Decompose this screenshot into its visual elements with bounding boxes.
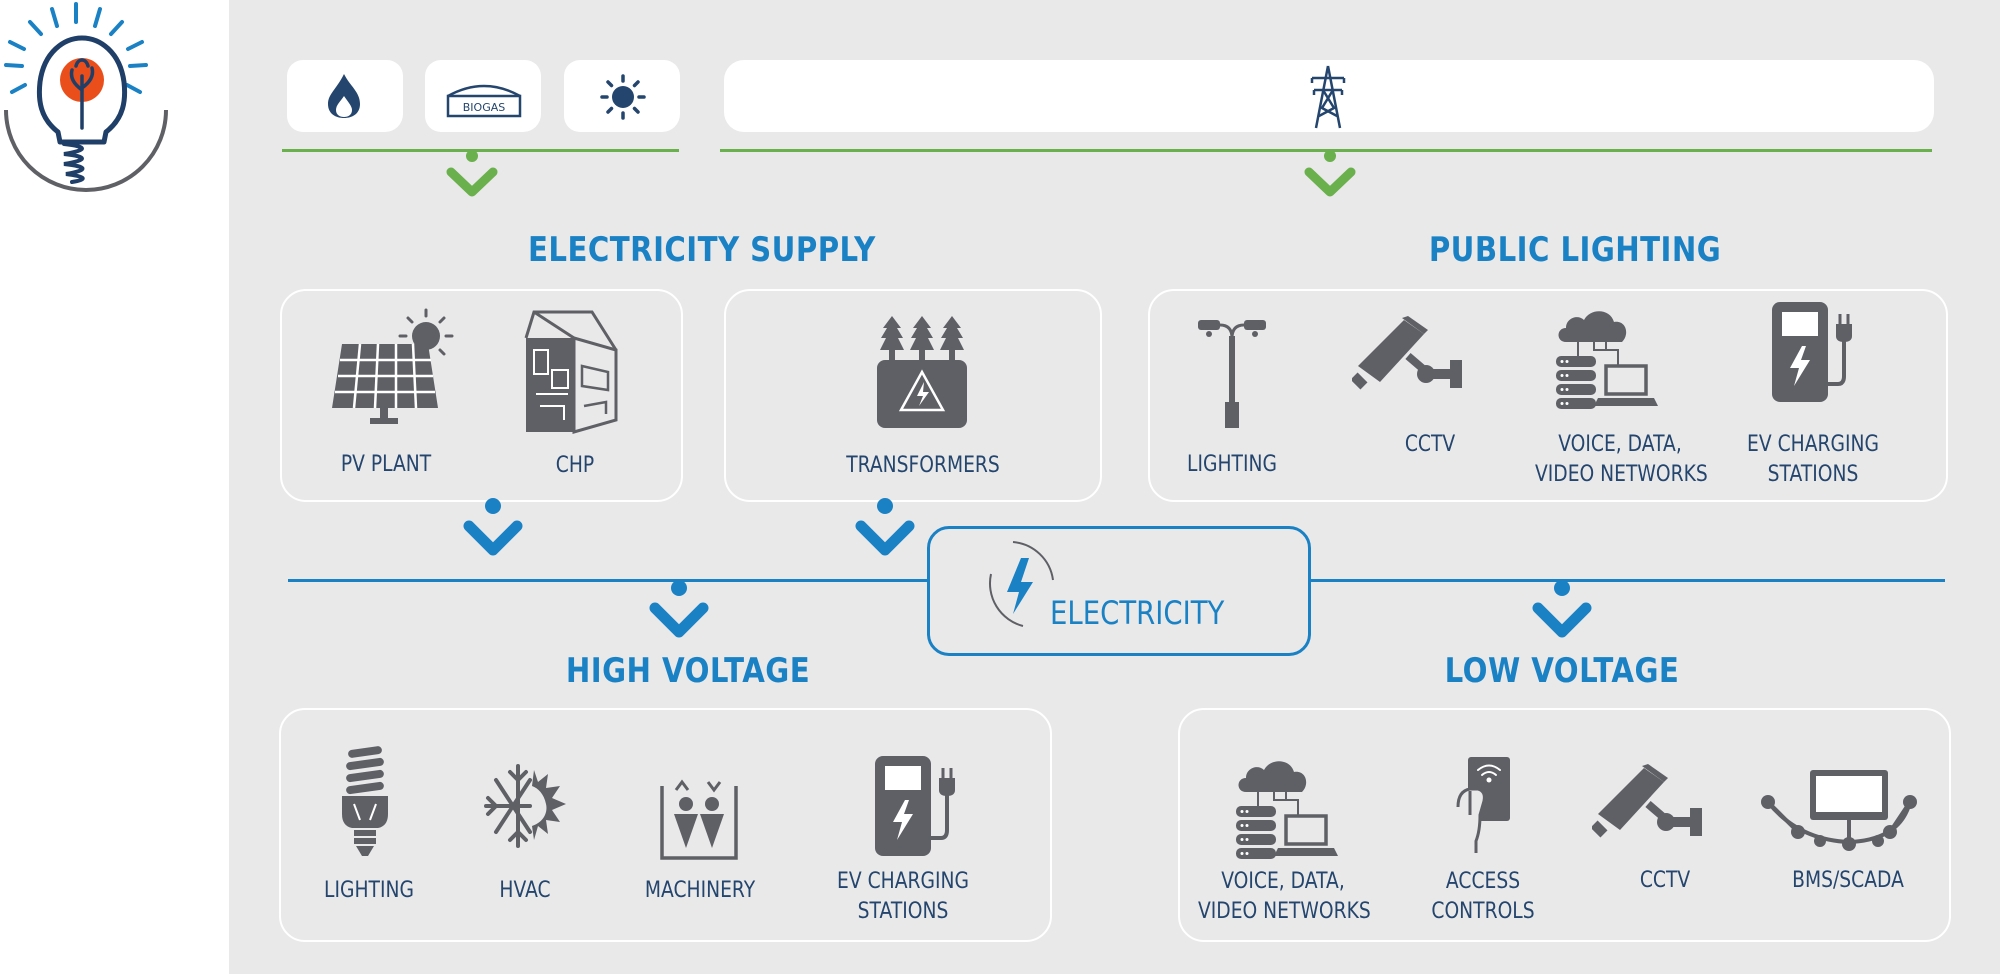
hv-item-label: HVAC xyxy=(499,878,551,903)
sun-icon xyxy=(600,74,646,120)
cctv-camera-icon xyxy=(1352,316,1462,390)
transformers-label: TRANSFORMERS xyxy=(846,453,1000,478)
street-lamp-icon xyxy=(1198,320,1266,428)
biogas-tank-icon xyxy=(446,84,522,118)
gas-flame-icon xyxy=(328,74,360,118)
section-title-low-voltage: LOW VOLTAGE xyxy=(1444,651,1680,691)
grid-source-line xyxy=(720,149,1932,152)
ev-charger-icon xyxy=(1772,302,1852,402)
chp-unit-icon xyxy=(524,310,618,434)
elevator-icon xyxy=(660,779,738,860)
supply-item-label: PV PLANT xyxy=(340,452,432,477)
diagram-panel xyxy=(229,0,2000,974)
power-pylon-icon xyxy=(1310,65,1346,129)
fuel-sources-line xyxy=(282,149,679,152)
network-icon xyxy=(1556,311,1658,409)
lv-item-label: CCTV xyxy=(1639,868,1691,893)
low-voltage-card xyxy=(1178,708,1951,942)
public-item-label: CCTV xyxy=(1404,432,1456,457)
blue-down-arrow-icon xyxy=(1532,580,1592,638)
section-title-electricity-supply: ELECTRICITY SUPPLY xyxy=(528,230,876,270)
network-icon xyxy=(1236,761,1338,859)
hvac-icon xyxy=(484,764,566,848)
hv-item-label: LIGHTING xyxy=(324,878,414,903)
sidebar xyxy=(0,0,229,974)
transformer-icon xyxy=(877,316,967,428)
transformers-card xyxy=(724,289,1102,502)
monitor-network-icon xyxy=(1761,770,1917,851)
lightning-bolt-icon xyxy=(988,541,1054,627)
green-down-arrow-icon xyxy=(446,150,498,197)
access-card-reader-icon xyxy=(1456,757,1510,853)
hv-item-label: MACHINERY xyxy=(644,878,756,903)
lightbulb-logo-icon xyxy=(4,2,168,192)
public-item-label: VOICE, DATA,VIDEO NETWORKS xyxy=(1535,432,1708,487)
solar-panel-icon xyxy=(332,308,454,424)
section-title-high-voltage: HIGH VOLTAGE xyxy=(565,651,811,691)
ev-charger-icon xyxy=(875,756,955,856)
lv-item-label: BMS/SCADA xyxy=(1792,868,1904,893)
section-title-public-lighting: PUBLIC LIGHTING xyxy=(1428,230,1722,270)
green-down-arrow-icon xyxy=(1304,150,1356,197)
cfl-bulb-icon xyxy=(342,746,388,856)
blue-down-arrow-icon xyxy=(855,498,915,556)
public-item-label: LIGHTING xyxy=(1187,452,1277,477)
electricity-supply-card xyxy=(280,289,683,502)
blue-down-arrow-icon xyxy=(649,580,709,638)
public-lighting-card xyxy=(1148,289,1948,502)
cctv-camera-icon xyxy=(1592,764,1702,838)
supply-item-label: CHP xyxy=(555,453,595,478)
biogas-label: BIOGAS xyxy=(462,101,506,114)
lv-item-label: VOICE, DATA,VIDEO NETWORKS xyxy=(1198,869,1371,924)
blue-down-arrow-icon xyxy=(463,498,523,556)
high-voltage-card xyxy=(279,708,1052,942)
electricity-label: ELECTRICITY xyxy=(1050,594,1225,632)
